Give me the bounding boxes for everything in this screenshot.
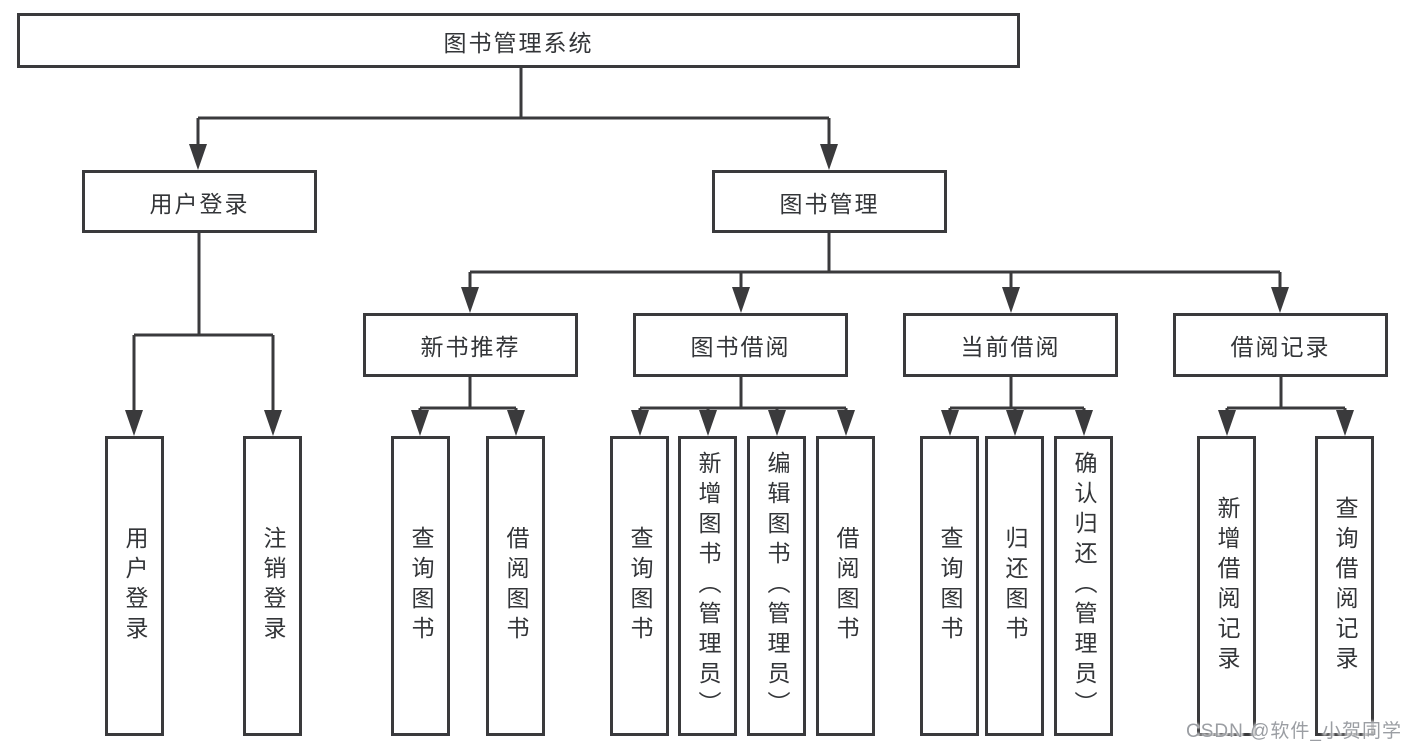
- connector-book-management-branch: [461, 233, 1289, 313]
- leaf-add-book-admin: 新增图书（管理员）: [678, 436, 737, 736]
- leaf-confirm-return-admin: 确认归还（管理员）: [1054, 436, 1113, 736]
- csdn-watermark: CSDN @软件_小贺同学: [1186, 721, 1402, 742]
- leaf-user-login: 用户登录: [105, 436, 164, 736]
- leaf-query-books-recommend: 查询图书: [391, 436, 450, 736]
- leaf-label: 借阅图书: [833, 526, 859, 646]
- connector-book-borrowing-branch: [631, 377, 855, 436]
- connector-user-login-branch: [125, 233, 282, 436]
- leaf-query-borrow-record: 查询借阅记录: [1315, 436, 1374, 736]
- node-library-management-system: 图书管理系统: [17, 13, 1020, 68]
- leaf-label: 新增借阅记录: [1214, 496, 1240, 676]
- leaf-label: 查询图书: [937, 526, 963, 646]
- leaf-label: 注销登录: [260, 526, 286, 646]
- node-label: 图书管理系统: [443, 29, 594, 56]
- node-label: 图书借阅: [690, 334, 791, 360]
- node-label: 新书推荐: [420, 334, 521, 360]
- node-user-login: 用户登录: [82, 170, 317, 233]
- leaf-borrow-books-borrowing: 借阅图书: [816, 436, 875, 736]
- leaf-label: 查询图书: [627, 526, 653, 646]
- node-label: 当前借阅: [960, 334, 1061, 360]
- leaf-label: 用户登录: [122, 526, 148, 646]
- connector-borrowing-records-branch: [1218, 377, 1354, 436]
- leaf-label: 查询图书: [408, 526, 434, 646]
- leaf-add-borrow-record: 新增借阅记录: [1197, 436, 1256, 736]
- connector-current-borrowing-branch: [941, 377, 1093, 436]
- node-label: 借阅记录: [1230, 334, 1331, 360]
- leaf-label: 确认归还（管理员）: [1071, 451, 1097, 721]
- leaf-label: 归还图书: [1002, 526, 1028, 646]
- connector-new-book-recommend-branch: [411, 377, 525, 436]
- node-current-borrowing: 当前借阅: [903, 313, 1118, 377]
- connector-root-branch: [189, 68, 838, 170]
- node-book-management: 图书管理: [712, 170, 947, 233]
- node-new-book-recommend: 新书推荐: [363, 313, 578, 377]
- leaf-return-books: 归还图书: [985, 436, 1044, 736]
- node-label: 图书管理: [779, 190, 880, 217]
- node-borrowing-records: 借阅记录: [1173, 313, 1388, 377]
- node-book-borrowing: 图书借阅: [633, 313, 848, 377]
- node-label: 用户登录: [149, 190, 250, 217]
- leaf-edit-book-admin: 编辑图书（管理员）: [747, 436, 806, 736]
- leaf-logout: 注销登录: [243, 436, 302, 736]
- leaf-borrow-books-recommend: 借阅图书: [486, 436, 545, 736]
- leaf-label: 编辑图书（管理员）: [764, 451, 790, 721]
- leaf-query-books-current: 查询图书: [920, 436, 979, 736]
- leaf-query-books-borrowing: 查询图书: [610, 436, 669, 736]
- leaf-label: 新增图书（管理员）: [695, 451, 721, 721]
- leaf-label: 查询借阅记录: [1332, 496, 1358, 676]
- leaf-label: 借阅图书: [503, 526, 529, 646]
